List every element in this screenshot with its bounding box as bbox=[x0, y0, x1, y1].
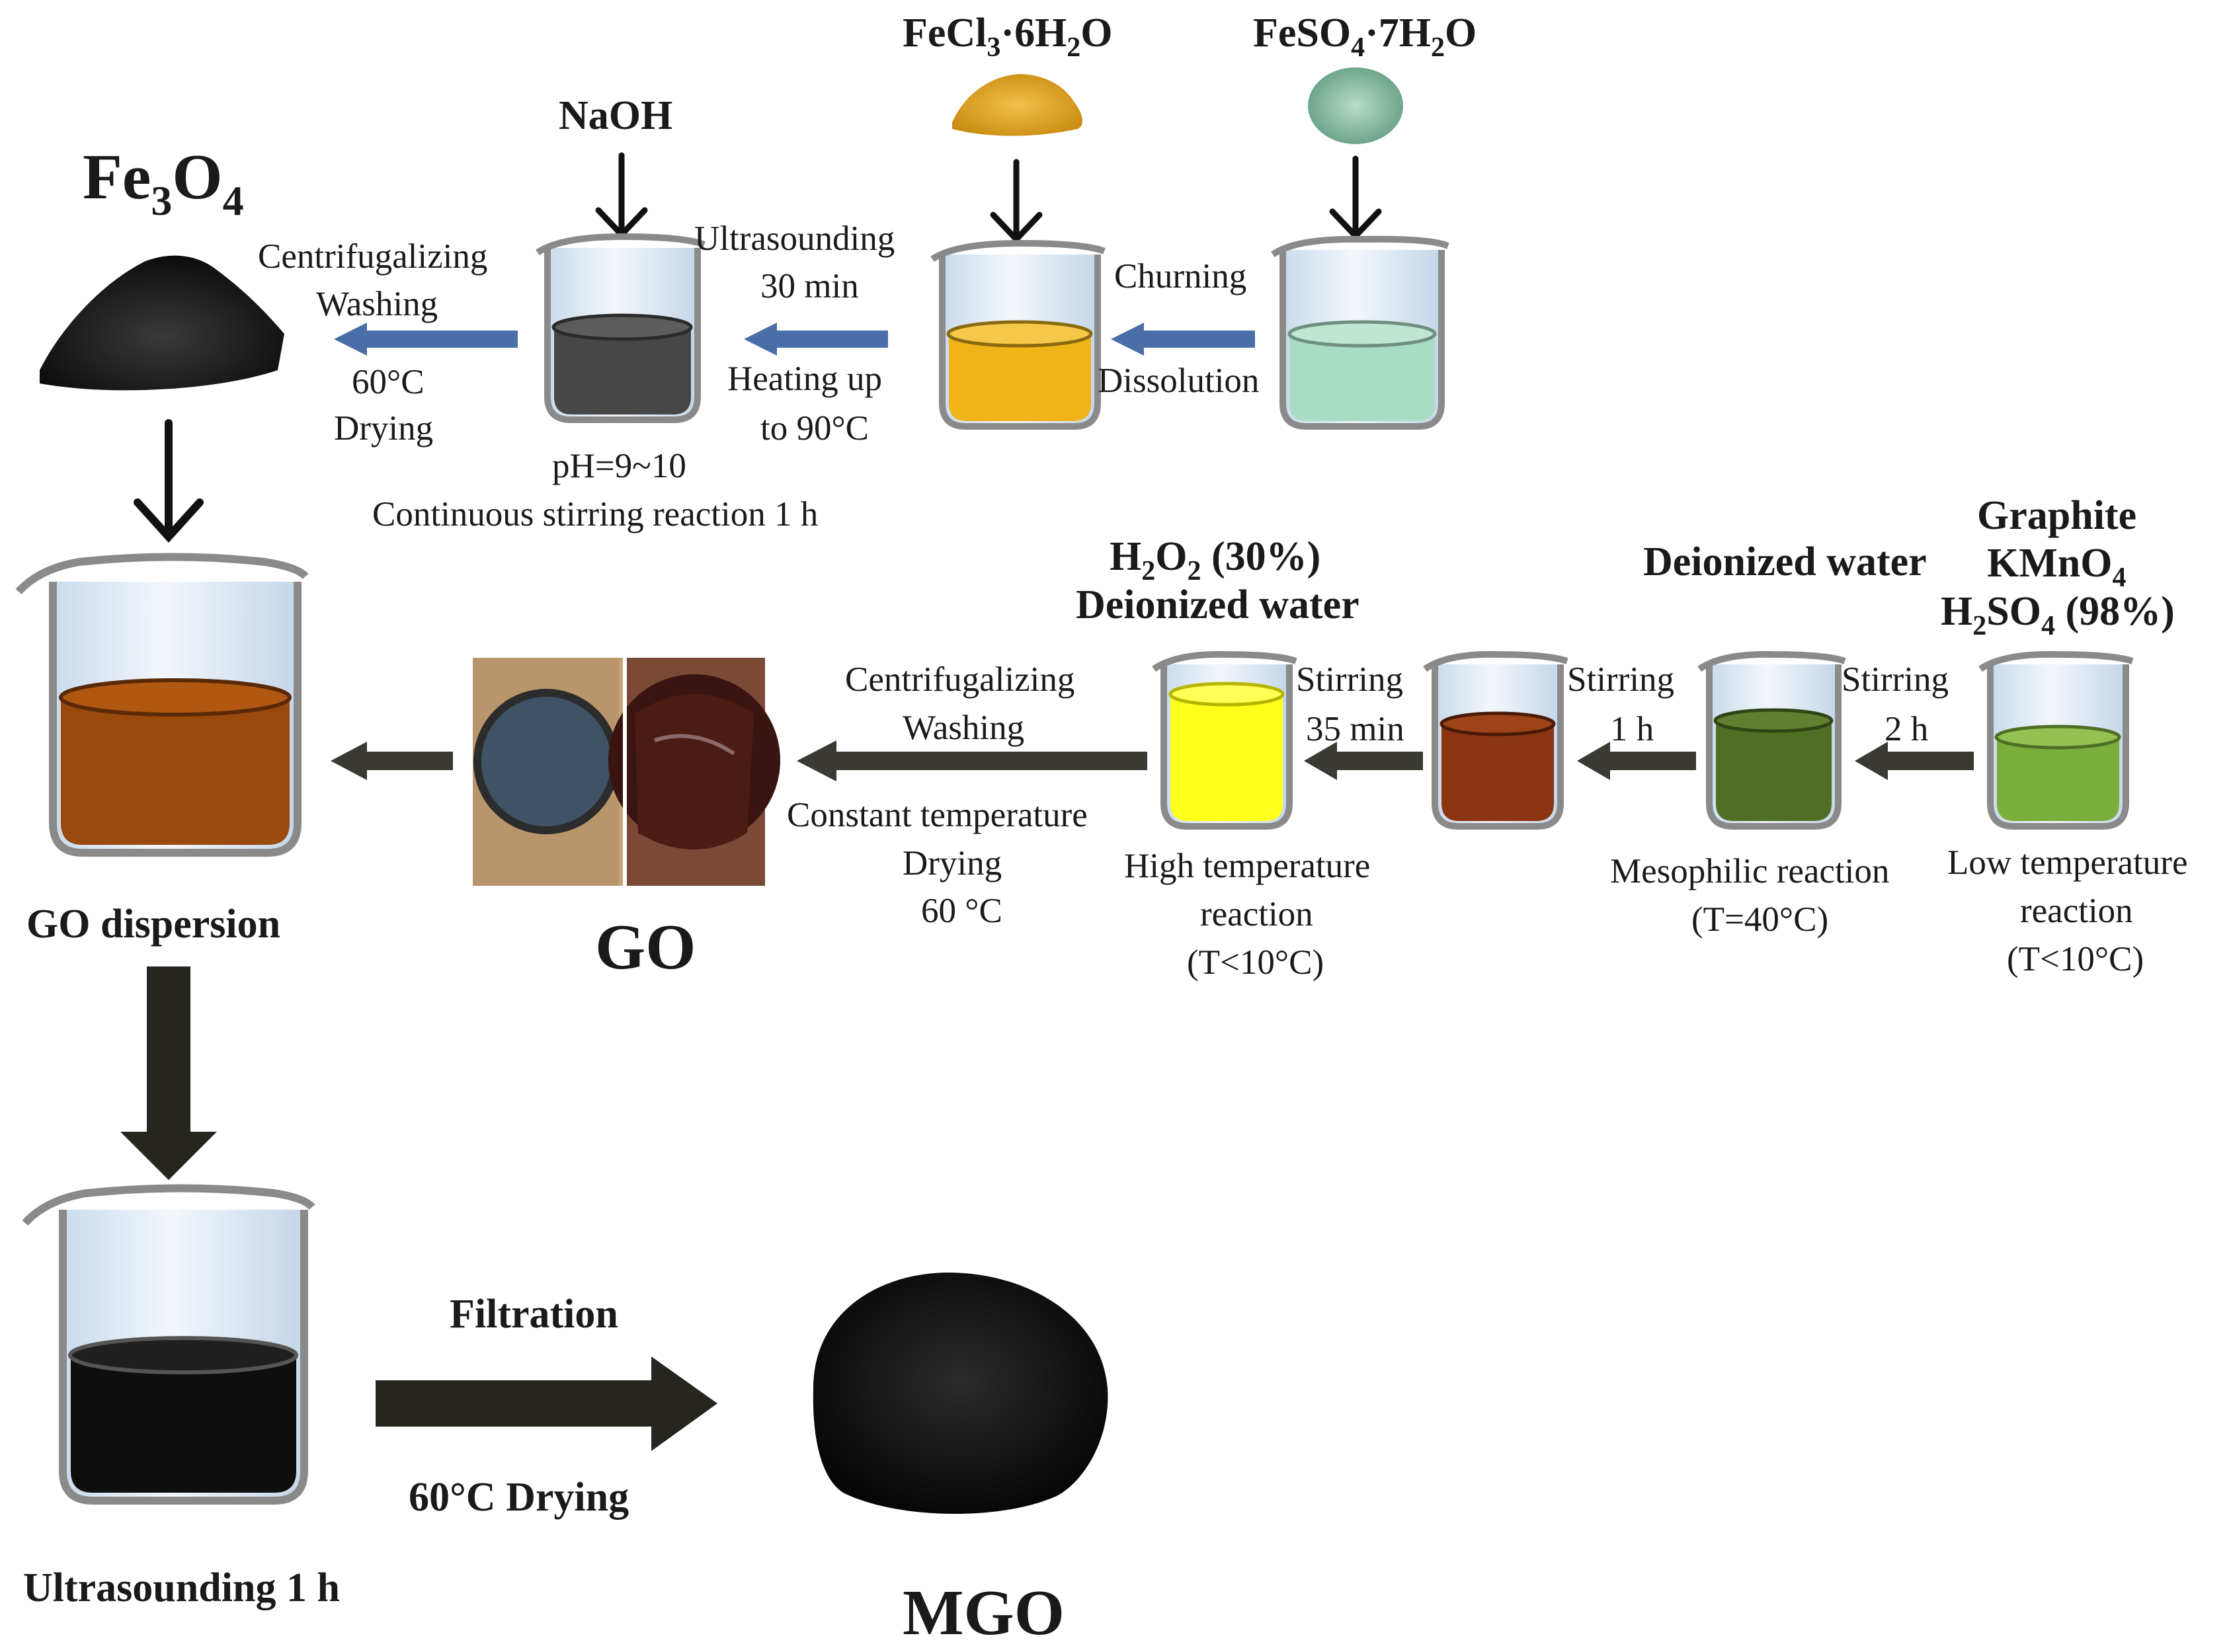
beaker-h2o2 bbox=[1152, 650, 1297, 830]
go-photo bbox=[473, 658, 780, 886]
feso4-down-arrow bbox=[1329, 155, 1382, 241]
washing-label-1: Washing bbox=[316, 285, 438, 323]
stirring-2h-label: Stirring bbox=[1842, 660, 1949, 699]
dark-arrow-stirring-2h bbox=[1855, 742, 1974, 780]
fecl3-label: FeCl3·6H2O bbox=[903, 11, 1113, 63]
drying-label-2: Drying bbox=[903, 844, 1002, 883]
stirring-35min-label: Stirring bbox=[1296, 660, 1403, 699]
mesophilic-label-1: Mesophilic reaction bbox=[1610, 852, 1889, 890]
churning-label: Churning bbox=[1114, 257, 1246, 295]
mgo-product bbox=[813, 1273, 1108, 1514]
fe3o4-title: Fe3O4 bbox=[83, 141, 244, 224]
stirring-35min-time-label: 35 min bbox=[1306, 710, 1404, 748]
graphite-label: Graphite bbox=[1977, 493, 2136, 538]
deionized-water-label-2: Deionized water bbox=[1643, 539, 1927, 584]
dark-arrow-stirring-1h bbox=[1577, 742, 1696, 780]
ultrasounding-label: Ultrasounding bbox=[694, 219, 895, 258]
fe3o4-powder bbox=[40, 255, 284, 391]
filtration-label: Filtration bbox=[450, 1292, 618, 1337]
beaker-feso4 bbox=[1271, 235, 1449, 430]
dissolution-label: Dissolution bbox=[1098, 362, 1259, 400]
low-temp-label-3: (T<10°C) bbox=[2007, 940, 2144, 978]
washing-label-2: Washing bbox=[903, 709, 1024, 747]
ultrasound-time-label: 30 min bbox=[760, 267, 859, 305]
mesophilic-label-2: (T=40°C) bbox=[1691, 900, 1828, 939]
h2o2-label: H2O2 (30%) bbox=[1110, 534, 1320, 586]
stirring-1h-time-label: 1 h bbox=[1610, 710, 1654, 748]
heating-temp-label: to 90°C bbox=[760, 409, 869, 448]
ph-label: pH=9~10 bbox=[552, 447, 686, 485]
ultrasounding-1h-label: Ultrasounding 1 h bbox=[23, 1565, 340, 1610]
drying-label-1: Drying bbox=[334, 409, 433, 448]
fecl3-powder bbox=[952, 74, 1082, 136]
beaker-brown-reaction bbox=[1423, 650, 1568, 830]
dark-arrow-stirring-35min bbox=[1304, 742, 1423, 780]
beaker-low-temperature bbox=[1978, 650, 2134, 830]
heating-up-label: Heating up bbox=[727, 360, 882, 398]
beaker-mgo-dispersion bbox=[22, 1184, 315, 1505]
beaker-mesophilic bbox=[1697, 650, 1846, 830]
low-temp-label-1: Low temperature bbox=[1947, 844, 2187, 882]
blue-arrow-dissolution bbox=[1111, 323, 1255, 356]
filtration-arrow bbox=[376, 1357, 717, 1451]
drying-temp-label-2: 60 °C bbox=[921, 892, 1002, 930]
stirring-2h-time-label: 2 h bbox=[1885, 710, 1928, 748]
fe3o4-down-arrow bbox=[134, 419, 204, 543]
continuous-stirring-label: Continuous stirring reaction 1 h bbox=[372, 495, 818, 533]
low-temp-label-2: reaction bbox=[2020, 892, 2133, 930]
naoh-down-arrow bbox=[595, 152, 648, 239]
blue-arrow-washing bbox=[334, 323, 518, 356]
naoh-label: NaOH bbox=[559, 93, 672, 138]
feso4-label: FeSO4·7H2O bbox=[1253, 11, 1477, 63]
centrifugalizing-label-1: Centrifugalizing bbox=[258, 237, 487, 276]
beaker-go-dispersion bbox=[15, 553, 309, 857]
stirring-1h-label: Stirring bbox=[1567, 660, 1674, 699]
constant-temperature-label: Constant temperature bbox=[787, 796, 1088, 834]
dark-arrow-centrifugalizing bbox=[797, 740, 1147, 781]
mgo-label: MGO bbox=[903, 1577, 1065, 1649]
deionized-water-label-1: Deionized water bbox=[1076, 582, 1359, 627]
high-temp-label-3: (T<10°C) bbox=[1187, 943, 1324, 982]
beaker-naoh bbox=[536, 233, 706, 423]
beaker-fecl3 bbox=[930, 239, 1106, 430]
dispersion-down-arrow bbox=[120, 966, 217, 1180]
blue-arrow-ultrasounding bbox=[744, 323, 888, 356]
feso4-powder bbox=[1308, 67, 1403, 144]
dark-arrow-to-dispersion bbox=[331, 742, 453, 780]
go-label: GO bbox=[595, 912, 696, 983]
h2so4-label: H2SO4 (98%) bbox=[1941, 589, 2175, 641]
high-temp-label-1: High temperature bbox=[1124, 847, 1370, 885]
centrifugalizing-label-2: Centrifugalizing bbox=[845, 660, 1075, 699]
go-dispersion-label: GO dispersion bbox=[26, 902, 280, 947]
fecl3-down-arrow bbox=[990, 159, 1043, 244]
kmno4-label: KMnO4 bbox=[1987, 541, 2126, 593]
high-temp-label-2: reaction bbox=[1200, 895, 1313, 933]
drying-temp-label-1: 60°C bbox=[352, 363, 425, 401]
drying-final-label: 60°C Drying bbox=[409, 1475, 629, 1520]
